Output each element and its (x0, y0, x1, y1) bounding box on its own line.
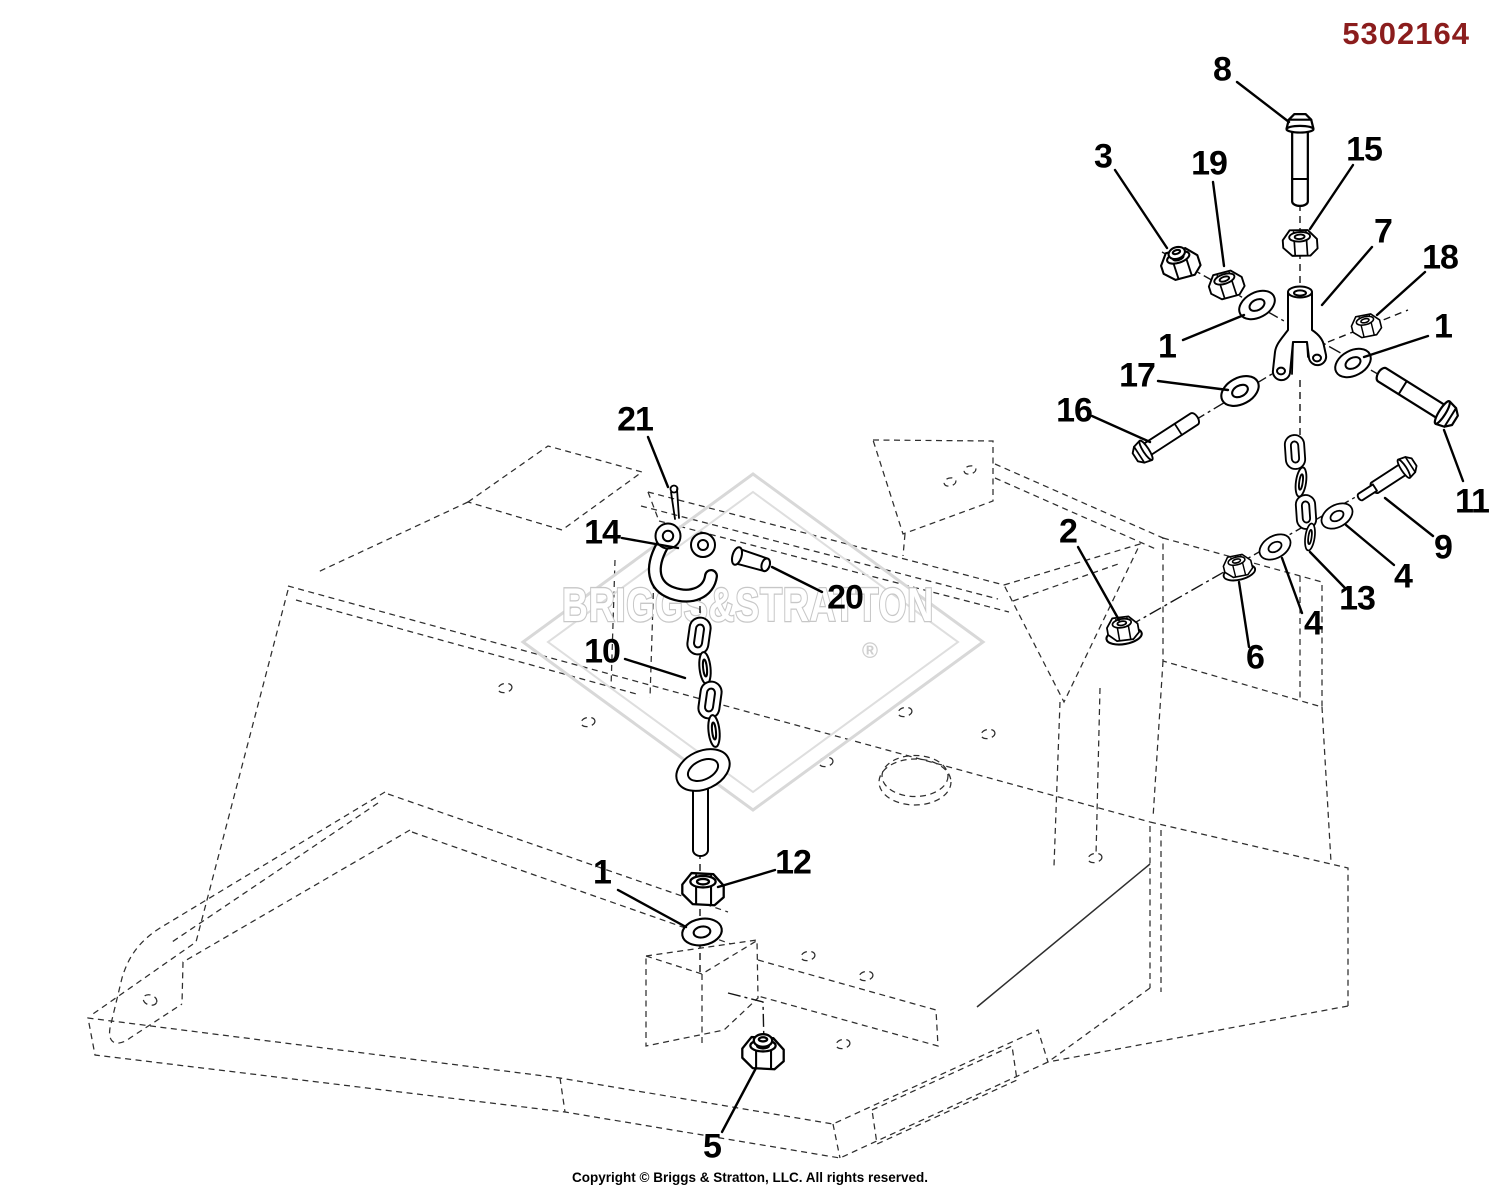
flange-nut-6 (1219, 551, 1256, 583)
callout-15: 15 (1346, 130, 1383, 169)
callout-leader-lines (616, 80, 1465, 1134)
hex-nut-19 (1204, 266, 1248, 304)
callout-19: 19 (1191, 144, 1228, 183)
callout-20: 20 (827, 578, 864, 617)
callout-4-right: 4 (1394, 557, 1413, 596)
callout-16: 16 (1056, 391, 1093, 430)
briggs-stratton-watermark: BRIGGS&STRATTON ® (520, 472, 986, 812)
clevis-7 (1271, 285, 1328, 382)
callout-6: 6 (1246, 638, 1265, 677)
callout-9: 9 (1434, 528, 1453, 567)
washer-4-left (1254, 528, 1296, 566)
washer-17 (1215, 368, 1265, 414)
diagram-number: 5302164 (1342, 16, 1470, 51)
washer-1-bottom (679, 914, 725, 950)
copyright-notice: Copyright © Briggs & Stratton, LLC. All … (572, 1170, 928, 1185)
callout-13: 13 (1339, 579, 1376, 618)
callout-21: 21 (617, 400, 654, 439)
callout-1-bottom: 1 (593, 853, 612, 892)
callout-12: 12 (775, 843, 812, 882)
watermark-text: BRIGGS&STRATTON (562, 578, 934, 631)
callout-8: 8 (1213, 50, 1232, 89)
callout-14: 14 (584, 513, 621, 552)
washer-1-right (1329, 342, 1377, 384)
callout-10: 10 (584, 632, 621, 671)
lock-nut-3 (1157, 242, 1203, 284)
callout-1-left: 1 (1158, 327, 1177, 366)
callout-7: 7 (1374, 212, 1393, 251)
cotter-pin-21 (669, 484, 680, 520)
callout-4-left: 4 (1304, 604, 1323, 643)
hex-nut-15 (1281, 227, 1320, 259)
callout-18: 18 (1422, 238, 1459, 277)
lock-nut-5 (742, 1034, 783, 1069)
callout-3: 3 (1094, 137, 1113, 176)
flange-nut-2 (1103, 614, 1143, 647)
hex-nut-12 (681, 871, 725, 907)
hex-bolt-9 (1356, 452, 1421, 502)
callout-5: 5 (703, 1127, 722, 1166)
hex-bolt-8 (1285, 112, 1315, 207)
mower-deck-outline (87, 439, 1349, 1159)
hex-bolt-16 (1128, 412, 1200, 468)
callout-1-right: 1 (1434, 307, 1453, 346)
clevis-pin-20 (730, 546, 771, 573)
hardware-parts (647, 112, 1464, 1069)
chain-10 (675, 615, 731, 857)
callout-17: 17 (1119, 356, 1156, 395)
watermark-registered-icon: ® (862, 638, 878, 663)
chain-13 (1283, 433, 1318, 552)
hex-bolt-11 (1375, 366, 1464, 433)
callout-11: 11 (1455, 482, 1490, 521)
callout-2: 2 (1059, 512, 1078, 551)
shackle-14 (647, 522, 718, 603)
